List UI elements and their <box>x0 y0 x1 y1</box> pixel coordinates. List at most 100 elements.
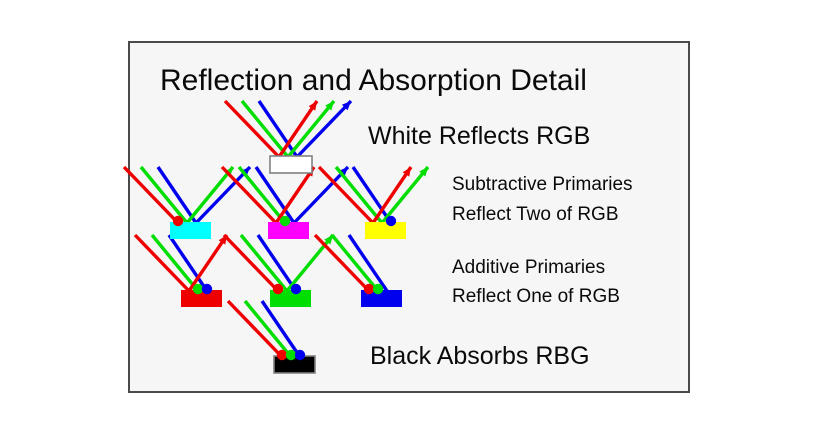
blue-surface-incoming-blue-ray-shaft <box>347 234 389 292</box>
white-surface-reflected-blue-ray-head <box>341 101 351 111</box>
magenta-surface-reflected-red-ray <box>274 166 316 224</box>
green-surface-incoming-blue-ray <box>256 234 298 292</box>
magenta-surface-incoming-green-ray <box>237 165 287 225</box>
yellow-surface-reflected-green-ray-head <box>419 167 428 177</box>
blue-surface-incoming-green-ray-shaft <box>330 233 380 293</box>
yellow-surface-absorbed-blue-dot <box>385 215 397 227</box>
magenta-surface-incoming-blue-ray-shaft <box>254 166 296 224</box>
yellow-surface-incoming-blue-ray <box>351 166 393 224</box>
green-surface-incoming-blue-ray-shaft <box>256 234 298 292</box>
black-surface-absorbed-green-dot <box>285 349 297 361</box>
cyan-surface-incoming-red-ray <box>122 165 180 225</box>
yellow-surface-incoming-blue-ray-shaft <box>351 166 393 224</box>
cyan-surface-reflected-blue-ray-head <box>240 167 250 177</box>
white-surface-incoming-blue-ray-shaft <box>257 100 299 158</box>
red-surface-absorbed-blue-dot <box>201 283 213 295</box>
white-surface <box>269 155 313 174</box>
green-surface-reflected-green-ray-head <box>324 235 333 245</box>
yellow-surface-incoming-red-ray-shaft <box>317 165 375 225</box>
yellow-surface-incoming-green-ray <box>334 165 384 225</box>
yellow-surface <box>365 222 406 239</box>
green-surface-incoming-green-ray-shaft <box>239 233 289 293</box>
yellow-surface-reflected-red-ray-shaft <box>371 166 413 224</box>
green-surface-incoming-red-ray-shaft <box>222 233 280 293</box>
blue-surface-incoming-red-ray <box>313 233 371 293</box>
subtractive-l1: Subtractive Primaries <box>452 174 633 195</box>
red-surface-incoming-red-ray <box>133 233 191 293</box>
red-surface-reflected-red-ray <box>187 234 229 292</box>
additive-l1: Additive Primaries <box>452 257 605 278</box>
blue-surface-incoming-blue-ray <box>347 234 389 292</box>
blue-surface-incoming-green-ray <box>330 233 380 293</box>
red-surface-reflected-red-ray-shaft <box>187 234 229 292</box>
white-surface-reflected-blue-ray <box>295 99 353 159</box>
additive-l2: Reflect One of RGB <box>452 286 620 307</box>
cyan-surface-reflected-blue-ray-shaft <box>194 165 252 225</box>
red-surface-incoming-blue-ray-shaft <box>167 234 209 292</box>
magenta-surface-reflected-blue-ray-head <box>338 167 348 177</box>
black-surface-incoming-green-ray <box>243 299 293 359</box>
page-title: Reflection and Absorption Detail <box>160 64 587 97</box>
white-surface-incoming-blue-ray <box>257 100 299 158</box>
blue-surface-incoming-red-ray-shaft <box>313 233 371 293</box>
blue-surface-absorbed-green-dot <box>372 283 384 295</box>
red-surface-incoming-red-ray-shaft <box>133 233 191 293</box>
white-surface-reflected-red-ray <box>277 100 319 158</box>
blue-surface <box>361 290 402 307</box>
surface-swatches-layer <box>170 155 406 374</box>
magenta-surface-incoming-red-ray-shaft <box>220 165 278 225</box>
magenta-surface-reflected-blue-ray-shaft <box>292 165 350 225</box>
white-surface-incoming-green-ray-shaft <box>240 99 290 159</box>
cyan-surface-incoming-red-ray-shaft <box>122 165 180 225</box>
green-surface-absorbed-red-dot <box>272 283 284 295</box>
red-surface-incoming-blue-ray <box>167 234 209 292</box>
black-surface-absorbed-blue-dot <box>294 349 306 361</box>
cyan-surface-incoming-blue-ray <box>156 166 198 224</box>
white-surface-reflected-red-ray-shaft <box>277 100 319 158</box>
green-surface-reflected-green-ray-shaft <box>285 233 335 293</box>
diagram-panel <box>128 41 690 393</box>
green-surface-absorbed-blue-dot <box>290 283 302 295</box>
yellow-surface-reflected-red-ray <box>371 166 413 224</box>
absorbed-photon-dots-layer <box>172 215 397 361</box>
yellow-surface-reflected-green-ray <box>380 165 430 225</box>
cyan-surface-incoming-green-ray-shaft <box>139 165 189 225</box>
white-surface-reflected-green-ray-head <box>325 101 334 111</box>
cyan-surface-absorbed-red-dot <box>172 215 184 227</box>
magenta-surface-incoming-red-ray <box>220 165 278 225</box>
white-surface-reflected-blue-ray-shaft <box>295 99 353 159</box>
red-surface-absorbed-green-dot <box>192 283 204 295</box>
cyan-surface-incoming-blue-ray-shaft <box>156 166 198 224</box>
magenta-surface-reflected-red-ray-shaft <box>274 166 316 224</box>
light-rays-layer <box>122 99 430 359</box>
cyan-surface <box>170 222 211 239</box>
red-surface <box>181 290 222 307</box>
green-surface-reflected-green-ray <box>285 233 335 293</box>
yellow-surface-incoming-red-ray <box>317 165 375 225</box>
black-surface-incoming-red-ray <box>226 299 284 359</box>
magenta-surface-incoming-green-ray-shaft <box>237 165 287 225</box>
black-surface-incoming-blue-ray <box>260 300 302 358</box>
white-surface-incoming-red-ray <box>223 99 281 159</box>
cyan-surface-reflected-green-ray <box>185 165 235 225</box>
diagram-text-layer: Reflection and Absorption Detail White R… <box>160 64 633 370</box>
green-surface-incoming-green-ray <box>239 233 289 293</box>
yellow-surface-reflected-red-ray-head <box>402 167 411 177</box>
black-label: Black Absorbs RBG <box>370 342 590 370</box>
white-surface-reflected-green-ray-shaft <box>286 99 336 159</box>
magenta-surface-absorbed-green-dot <box>279 215 291 227</box>
white-label: White Reflects RGB <box>368 122 590 150</box>
green-surface <box>270 290 311 307</box>
white-surface-reflected-green-ray <box>286 99 336 159</box>
black-surface-incoming-red-ray-shaft <box>226 299 284 359</box>
blue-surface-absorbed-red-dot <box>363 283 375 295</box>
cyan-surface-reflected-blue-ray <box>194 165 252 225</box>
white-surface-incoming-red-ray-shaft <box>223 99 281 159</box>
black-surface-incoming-green-ray-shaft <box>243 299 293 359</box>
white-surface-incoming-green-ray <box>240 99 290 159</box>
green-surface-incoming-red-ray <box>222 233 280 293</box>
subtractive-l2: Reflect Two of RGB <box>452 204 619 225</box>
magenta-surface <box>268 222 309 239</box>
